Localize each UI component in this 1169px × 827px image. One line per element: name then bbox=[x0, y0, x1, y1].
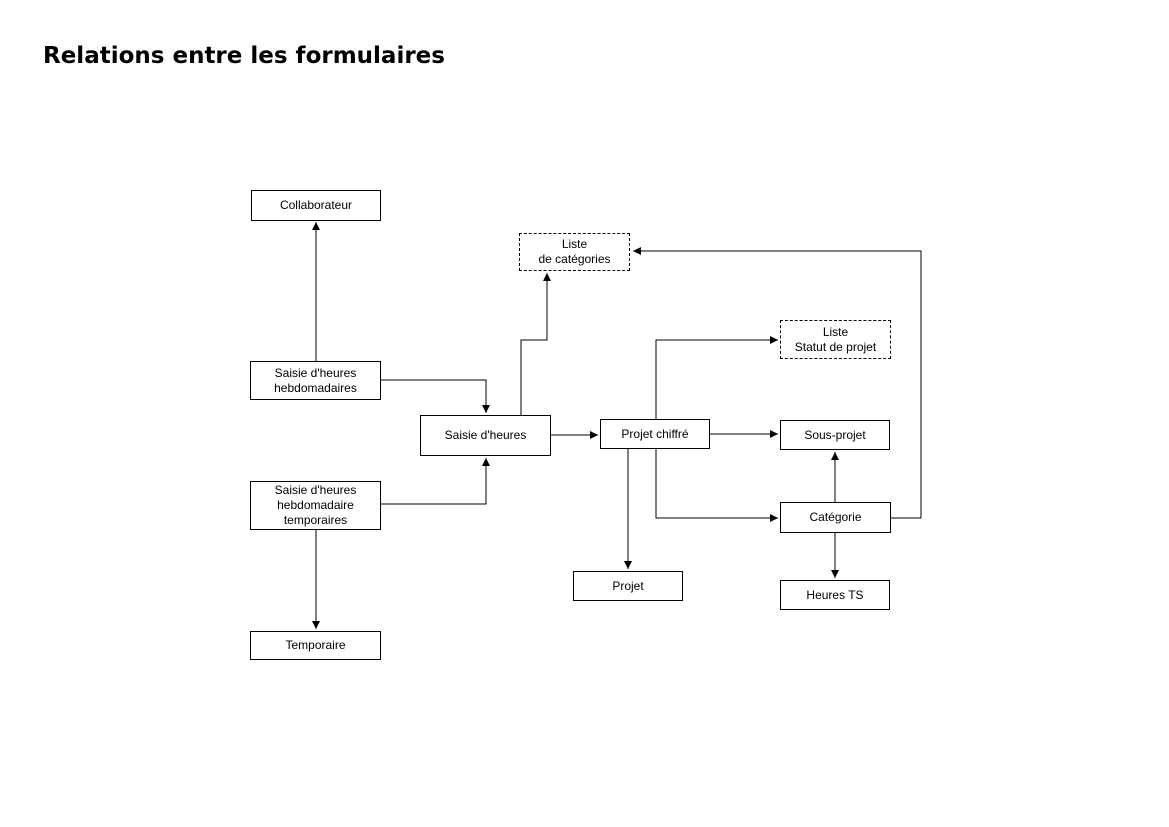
node-saisie-heures-hebdomadaires: Saisie d'heures hebdomadaires bbox=[250, 361, 381, 400]
edge-categorie-to-liste-categories bbox=[633, 247, 922, 519]
node-liste-statut-de-projet: Liste Statut de projet bbox=[780, 320, 891, 359]
edge-saisie-heures-to-liste-categories bbox=[520, 273, 551, 415]
edge-saisie-hebdo-temporaires-to-saisie-heures bbox=[381, 458, 490, 505]
edge-saisie-hebdomadaires-to-saisie-heures bbox=[381, 379, 490, 413]
node-temporaire: Temporaire bbox=[250, 631, 381, 660]
node-collaborateur: Collaborateur bbox=[251, 190, 381, 221]
node-sous-projet: Sous-projet bbox=[780, 420, 890, 450]
page-title: Relations entre les formulaires bbox=[43, 43, 445, 69]
edge-projet-chiffre-to-liste-statut-projet bbox=[655, 336, 778, 419]
node-heures-ts: Heures TS bbox=[780, 580, 890, 610]
edge-projet-chiffre-to-categorie bbox=[655, 449, 778, 522]
node-projet: Projet bbox=[573, 571, 683, 601]
node-projet-chiffre: Projet chiffré bbox=[600, 419, 710, 449]
node-saisie-heures-hebdomadaire-temporaires: Saisie d'heures hebdomadaire temporaires bbox=[250, 481, 381, 530]
node-liste-de-categories: Liste de catégories bbox=[519, 233, 630, 271]
node-categorie: Catégorie bbox=[780, 502, 891, 533]
node-saisie-heures: Saisie d'heures bbox=[420, 415, 551, 456]
